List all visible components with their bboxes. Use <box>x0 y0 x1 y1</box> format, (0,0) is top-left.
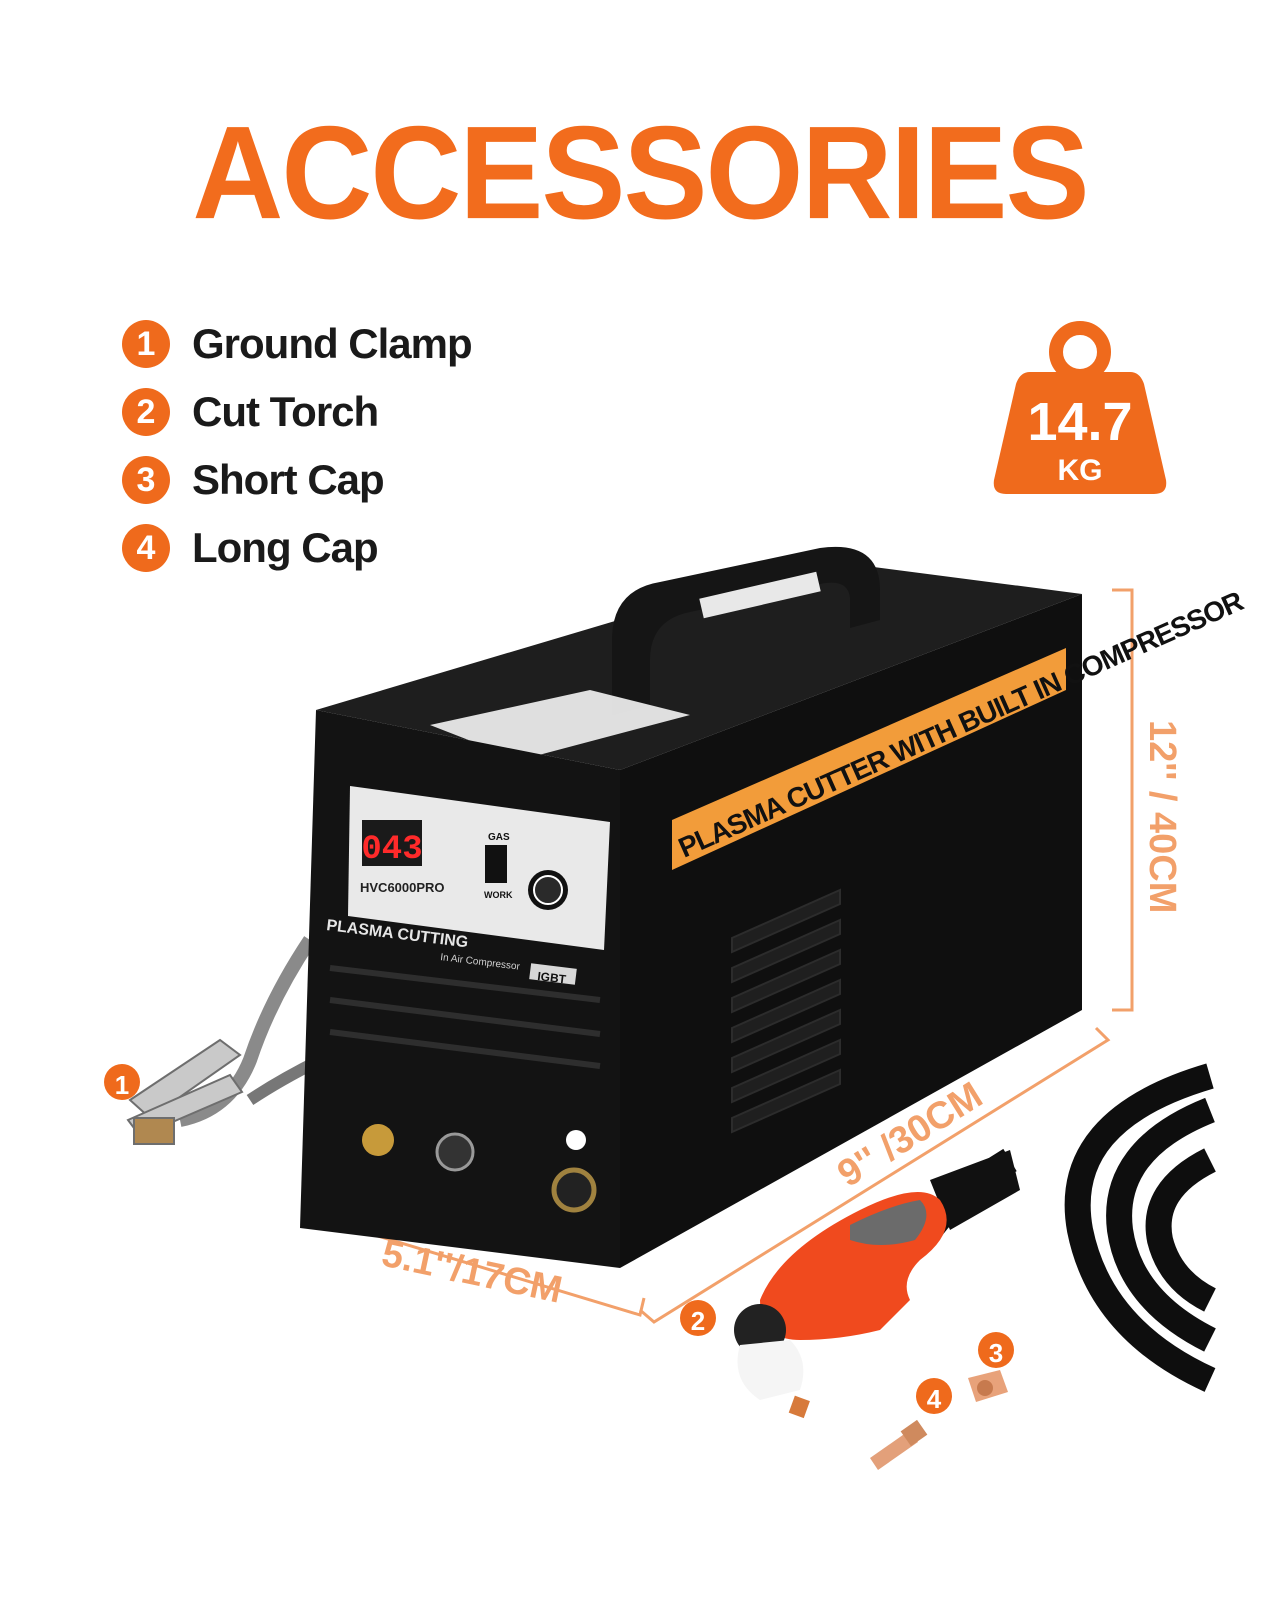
long-cap <box>870 1419 928 1470</box>
digital-display: 043 <box>361 831 422 869</box>
legend-label: Cut Torch <box>192 388 379 435</box>
weight-unit: KG <box>1058 454 1103 487</box>
short-cap-number-badge: 3 <box>989 1338 1003 1368</box>
igbt-label: IGBT <box>537 969 568 986</box>
work-label: WORK <box>484 890 513 900</box>
legend-item-short-cap: 3 Short Cap <box>122 446 472 514</box>
number-badge: 3 <box>122 456 170 504</box>
ground-clamp <box>126 1038 244 1145</box>
legend-item-long-cap: 4 Long Cap <box>122 514 472 582</box>
legend-item-ground-clamp: 1 Ground Clamp <box>122 310 473 378</box>
number-badge: 1 <box>122 320 170 368</box>
legend-label: Ground Clamp <box>192 320 473 367</box>
cut-torch <box>734 1150 1020 1419</box>
legend-label: Short Cap <box>192 456 385 503</box>
torch-number-badge: 2 <box>691 1306 705 1336</box>
torch-hose <box>919 1063 1217 1392</box>
number-badge: 2 <box>122 388 170 436</box>
weight-value: 14.7 <box>1027 392 1132 452</box>
legend-item-cut-torch: 2 Cut Torch <box>122 378 472 446</box>
dimension-height: 12'' / 40CM <box>1141 720 1183 913</box>
legend-label: Long Cap <box>192 524 379 571</box>
short-cap <box>968 1370 1008 1402</box>
number-badge: 4 <box>122 524 170 572</box>
machine-body: 043 HVC6000PRO GAS WORK PLASMA CUTTING I… <box>300 546 1082 1268</box>
gas-label: GAS <box>488 832 510 843</box>
page-title: ACCESSORIES <box>192 98 1089 247</box>
long-cap-number-badge: 4 <box>927 1384 942 1414</box>
model-label: HVC6000PRO <box>360 880 445 895</box>
weight-icon: 14.7 KG <box>993 321 1167 494</box>
clamp-number-badge: 1 <box>115 1070 129 1100</box>
accessory-legend: 1 Ground Clamp 2 Cut Torch 3 Short Cap 4… <box>122 310 473 582</box>
